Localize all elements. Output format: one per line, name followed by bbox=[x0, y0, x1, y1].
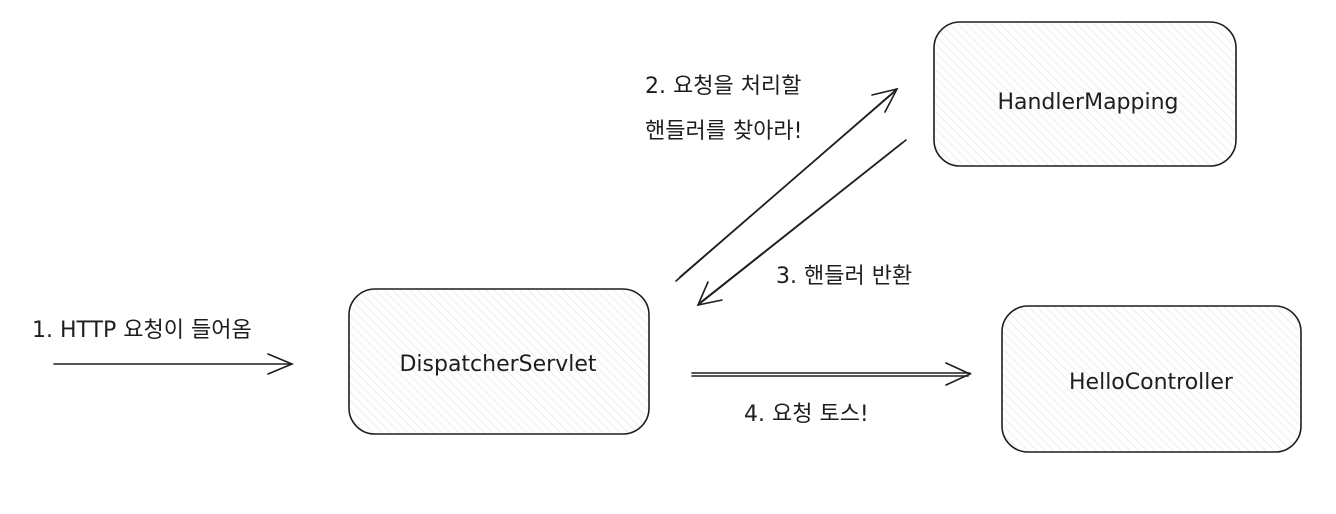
incoming-request-arrow bbox=[53, 353, 295, 375]
dispatcher-servlet-box[interactable]: DispatcherServlet bbox=[348, 288, 650, 435]
find-handler-label-line2: 핸들러를 찾아라! bbox=[645, 119, 803, 144]
handler-mapping-label: HandlerMapping bbox=[997, 90, 1178, 115]
find-handler-label-line1: 2. 요청을 처리할 bbox=[645, 74, 801, 99]
incoming-request-label: 1. HTTP 요청이 들어옴 bbox=[32, 318, 252, 343]
find-handler-arrow bbox=[675, 87, 899, 282]
hello-controller-label: HelloController bbox=[1069, 370, 1234, 395]
return-handler-label: 3. 핸들러 반환 bbox=[776, 264, 912, 289]
forward-request-label: 4. 요청 토스! bbox=[744, 402, 869, 427]
handler-mapping-box[interactable]: HandlerMapping bbox=[933, 21, 1237, 167]
hello-controller-box[interactable]: HelloController bbox=[1001, 305, 1302, 453]
forward-request-arrow bbox=[691, 362, 972, 386]
return-handler-arrow bbox=[696, 139, 907, 307]
dispatcher-servlet-label: DispatcherServlet bbox=[399, 352, 596, 377]
